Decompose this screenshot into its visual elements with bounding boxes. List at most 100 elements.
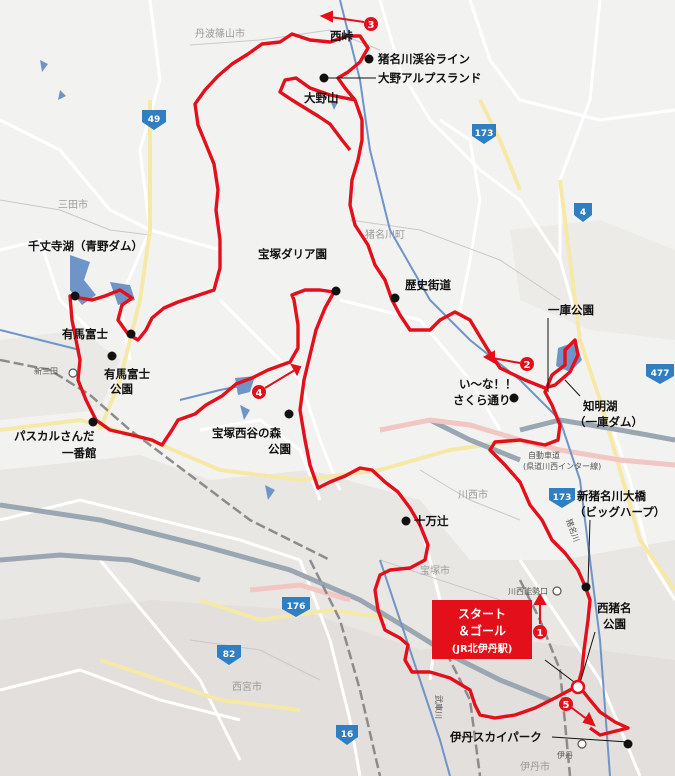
route-shield-477: 477 bbox=[646, 364, 674, 384]
area-inagawa: 猪名川町 bbox=[365, 228, 405, 241]
label-chimyo-1: 知明湖 bbox=[582, 399, 618, 413]
label-rekishi-kaido: 歴史街道 bbox=[405, 278, 451, 292]
marker-5: 5 bbox=[559, 697, 573, 711]
svg-text:3: 3 bbox=[368, 20, 375, 31]
svg-text:4: 4 bbox=[256, 388, 263, 399]
label-inagawa-keikoku: 猪名川渓谷ライン bbox=[377, 52, 470, 66]
poi-itami-skypark bbox=[623, 739, 633, 749]
svg-text:5: 5 bbox=[563, 700, 570, 711]
direction-arrows bbox=[264, 10, 596, 727]
cycling-route-north-loop bbox=[278, 76, 356, 152]
label-shin-inagawa-1: 新猪名川大橋 bbox=[577, 489, 646, 503]
label-chimyo-2: （一庫ダム） bbox=[574, 415, 643, 429]
marker-1: 1 bbox=[533, 625, 547, 639]
poi-jitsumanji bbox=[401, 516, 411, 526]
label-jitsumanji: 十万辻 bbox=[414, 514, 449, 528]
label-iina-1: い～な！！ bbox=[459, 377, 517, 391]
route-markers: 1 2 3 4 5 bbox=[252, 17, 573, 711]
poi-nishi-inana bbox=[581, 582, 591, 592]
route-shield-4: 4 bbox=[574, 203, 592, 222]
poi-senjoji bbox=[70, 291, 80, 301]
area-sanda: 三田市 bbox=[58, 198, 88, 211]
route-shield-176: 176 bbox=[282, 597, 310, 617]
area-itami: 伊丹市 bbox=[520, 760, 550, 773]
poi-dots bbox=[70, 54, 633, 749]
label-senjoji: 千丈寺湖（青野ダム） bbox=[28, 239, 143, 253]
svg-text:477: 477 bbox=[651, 369, 670, 379]
svg-text:2: 2 bbox=[524, 360, 531, 371]
area-tanba-sasayama: 丹波篠山市 bbox=[195, 27, 245, 40]
cycling-route-south bbox=[576, 683, 630, 737]
label-ichiko-park: 一庫公園 bbox=[548, 303, 594, 317]
label-nishi-inana-1: 西猪名 bbox=[597, 601, 632, 615]
start-goal: スタート ＆ゴール (JR北伊丹駅) bbox=[432, 600, 586, 695]
station-shinsanda bbox=[68, 368, 78, 378]
label-inagawa-river: 猪名川 bbox=[564, 517, 582, 543]
route-shield-82: 82 bbox=[217, 645, 241, 665]
start-line-3: (JR北伊丹駅) bbox=[452, 642, 513, 655]
area-labels: 丹波篠山市 三田市 猪名川町 川西市 宝塚市 西宮市 伊丹市 自動車道 (県道川… bbox=[58, 27, 601, 773]
poi-iina-sakura bbox=[509, 393, 519, 403]
poi-rekishi-kaido bbox=[390, 293, 400, 303]
svg-text:173: 173 bbox=[553, 493, 572, 503]
poi-ono-alps bbox=[319, 73, 329, 83]
expressways bbox=[0, 417, 675, 703]
label-onoyama: 大野山 bbox=[304, 91, 339, 105]
label-pascal-2: 一番館 bbox=[62, 446, 97, 460]
marker-2: 2 bbox=[520, 357, 534, 371]
route-shield-16: 16 bbox=[336, 725, 358, 745]
poi-arima-fuji-park bbox=[107, 351, 117, 361]
label-itami-skypark: 伊丹スカイパーク bbox=[449, 730, 542, 744]
route-shield-49: 49 bbox=[142, 110, 166, 130]
label-nishitoge: 西峠 bbox=[330, 29, 353, 43]
svg-text:4: 4 bbox=[580, 208, 586, 218]
svg-text:176: 176 bbox=[287, 602, 306, 612]
cycling-route bbox=[68, 32, 592, 720]
label-pascal-1: パスカルさんだ bbox=[14, 429, 95, 443]
label-itami-station: 伊丹 bbox=[557, 750, 573, 760]
route-shields: 49 173 4 477 173 176 82 16 bbox=[142, 110, 674, 745]
start-line-1: スタート bbox=[458, 607, 506, 621]
station-dots bbox=[68, 368, 587, 749]
label-takarazuka-nishitani-1: 宝塚西谷の森 bbox=[212, 426, 281, 440]
route-shield-173-north: 173 bbox=[472, 124, 496, 144]
label-jidosha-1: 自動車道 bbox=[528, 450, 560, 460]
poi-pascal bbox=[88, 417, 98, 427]
marker-4: 4 bbox=[252, 385, 266, 399]
station-itami bbox=[577, 739, 587, 749]
label-muko-river: 武庫川 bbox=[434, 695, 444, 719]
label-shin-inagawa-2: （ビッグハープ） bbox=[574, 505, 665, 519]
area-takarazuka: 宝塚市 bbox=[420, 564, 450, 577]
poi-takarazuka-dahlia bbox=[331, 286, 341, 296]
route-shield-173-south: 173 bbox=[549, 488, 575, 508]
label-jidosha-2: (県道川西インター線) bbox=[523, 461, 601, 471]
station-kawanishi-noseguchi bbox=[552, 586, 562, 596]
place-labels: 西峠 猪名川渓谷ライン 大野アルプスランド 大野山 千丈寺湖（青野ダム） 宝塚ダ… bbox=[14, 29, 665, 760]
area-nishinomiya: 西宮市 bbox=[232, 680, 262, 693]
start-line-2: ＆ゴール bbox=[458, 623, 506, 638]
start-goal-point bbox=[570, 679, 586, 695]
poi-inagawa-keikoku bbox=[364, 54, 374, 64]
start-goal-box bbox=[432, 600, 532, 659]
label-kawanishi-noseguchi: 川西能勢口 bbox=[508, 586, 548, 596]
label-takarazuka-nishitani-2: 公園 bbox=[268, 442, 291, 456]
label-arima-fuji-park-2: 公園 bbox=[110, 382, 133, 396]
svg-text:173: 173 bbox=[475, 129, 494, 139]
label-iina-2: さくら通り bbox=[453, 393, 511, 407]
district-borders bbox=[0, 29, 561, 681]
label-arima-fuji: 有馬富士 bbox=[62, 327, 108, 341]
label-takarazuka-dahlia: 宝塚ダリア園 bbox=[258, 247, 327, 261]
label-shinsanda: 新三田 bbox=[34, 366, 58, 376]
svg-text:82: 82 bbox=[223, 650, 236, 660]
poi-takarazuka-nishitani bbox=[284, 409, 294, 419]
area-kawanishi: 川西市 bbox=[458, 488, 488, 501]
label-arima-fuji-park-1: 有馬富士 bbox=[104, 367, 150, 381]
label-nishi-inana-2: 公園 bbox=[603, 617, 626, 631]
svg-text:49: 49 bbox=[148, 115, 161, 125]
poi-arima-fuji bbox=[126, 329, 136, 339]
label-ono-alps: 大野アルプスランド bbox=[378, 71, 481, 85]
svg-text:16: 16 bbox=[341, 730, 354, 740]
